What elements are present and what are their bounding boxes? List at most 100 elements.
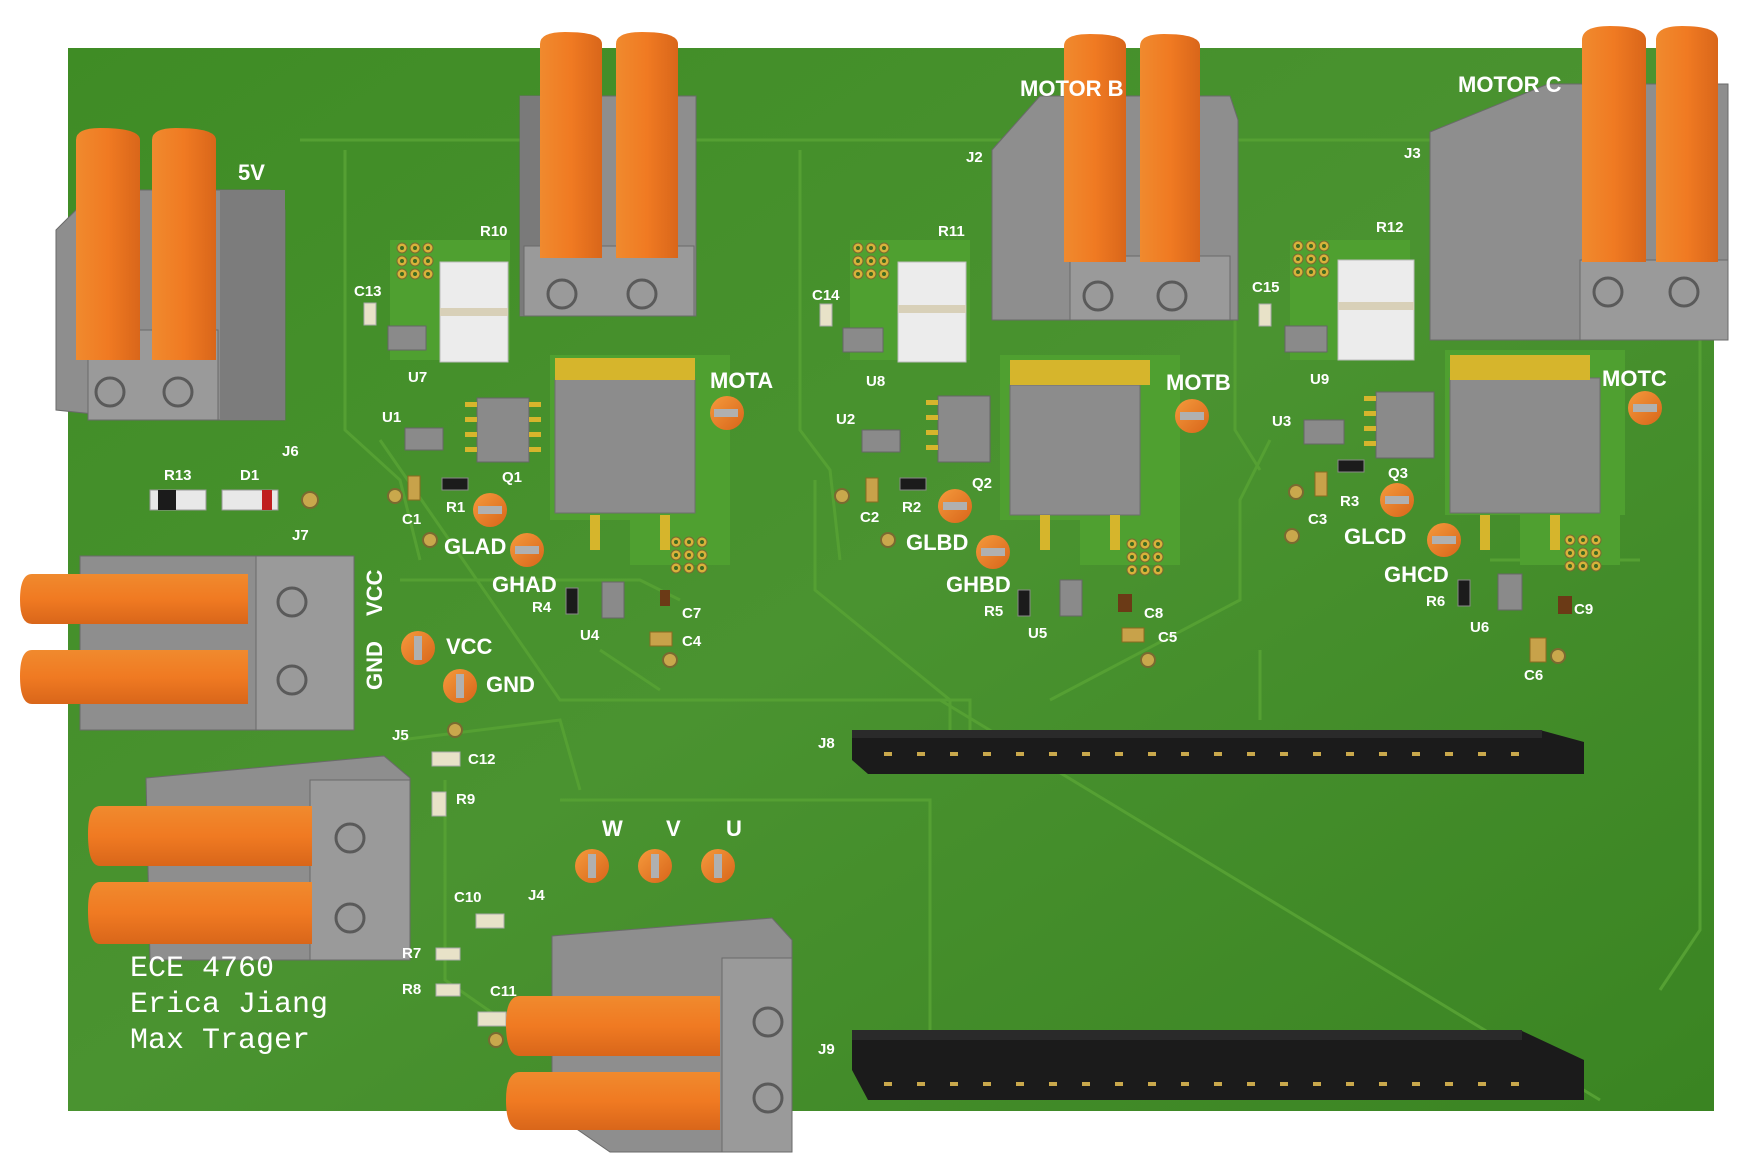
tp-ghad — [510, 533, 544, 567]
label-glad: GLAD — [444, 534, 506, 559]
svg-text:C13: C13 — [354, 283, 382, 300]
pin-header-j9 — [852, 1030, 1584, 1100]
svg-text:U7: U7 — [408, 369, 427, 386]
svg-text:C11: C11 — [490, 983, 517, 1000]
silkscreen-text: ECE 4760 Erica Jiang Max Trager — [130, 952, 328, 1058]
q2-package — [1009, 384, 1141, 516]
wago-connector-j6 — [55, 128, 286, 421]
test-point-labels: MOTA MOTB MOTC GLAD GLBD GLCD GHAD GHBD … — [444, 366, 1667, 841]
svg-text:R8: R8 — [402, 981, 421, 998]
svg-text:C5: C5 — [1158, 629, 1177, 646]
svg-text:R6: R6 — [1426, 593, 1445, 610]
tp-motc — [1628, 391, 1662, 425]
svg-text:C9: C9 — [1574, 601, 1593, 618]
wago-connector-j2 — [991, 34, 1239, 321]
svg-text:R2: R2 — [902, 499, 921, 516]
svg-text:C4: C4 — [682, 633, 702, 650]
wago-connector-j3 — [1429, 26, 1729, 341]
tp-w — [575, 849, 609, 883]
svg-text:C10: C10 — [454, 889, 482, 906]
svg-text:R9: R9 — [456, 791, 475, 808]
label-vcc: VCC — [362, 569, 387, 616]
label-w: W — [602, 816, 623, 841]
label-motor-b: MOTOR B — [1020, 76, 1123, 101]
svg-text:R5: R5 — [984, 603, 1003, 620]
label-glbd: GLBD — [906, 530, 968, 555]
svg-text:J2: J2 — [966, 149, 983, 166]
svg-text:C12: C12 — [468, 751, 496, 768]
silk-author-2: Max Trager — [130, 1024, 310, 1058]
svg-text:R3: R3 — [1340, 493, 1359, 510]
tp-gnd — [443, 669, 477, 703]
svg-text:U2: U2 — [836, 411, 855, 428]
tp-mota — [710, 396, 744, 430]
driver-chips — [465, 391, 1435, 463]
svg-text:U4: U4 — [580, 627, 600, 644]
svg-text:C2: C2 — [860, 509, 879, 526]
q1-package — [554, 377, 696, 514]
passives — [149, 302, 1572, 1027]
svg-text:C6: C6 — [1524, 667, 1543, 684]
label-5v: 5V — [238, 160, 265, 185]
label-ghad: GHAD — [492, 572, 557, 597]
label-motb: MOTB — [1166, 370, 1231, 395]
tp-v — [638, 849, 672, 883]
wago-connector-j1 — [519, 32, 697, 317]
sot-chips — [387, 325, 1523, 619]
svg-text:J5: J5 — [392, 727, 409, 744]
svg-text:J7: J7 — [292, 527, 309, 544]
power-packages — [554, 355, 1601, 550]
wago-connector-j5 — [88, 755, 411, 961]
svg-text:U8: U8 — [866, 373, 885, 390]
svg-text:J4: J4 — [528, 887, 545, 904]
svg-text:C14: C14 — [812, 287, 840, 304]
silk-author-1: Erica Jiang — [130, 988, 328, 1022]
tp-glcd — [1380, 483, 1414, 517]
label-motc: MOTC — [1602, 366, 1667, 391]
label-ghcd: GHCD — [1384, 562, 1449, 587]
svg-text:C1: C1 — [402, 511, 421, 528]
refdes-labels: J2 J3 J4 J5 J6 J7 J8 J9 R1 R2 R3 R4 R5 R… — [164, 145, 1593, 1058]
svg-text:R7: R7 — [402, 945, 421, 962]
svg-text:U6: U6 — [1470, 619, 1489, 636]
tp-u — [701, 849, 735, 883]
label-tp-gnd: GND — [486, 672, 535, 697]
svg-text:U1: U1 — [382, 409, 401, 426]
tp-ghbd — [976, 535, 1010, 569]
svg-text:J6: J6 — [282, 443, 299, 460]
q3-package — [1449, 377, 1601, 514]
wago-connector-j7 — [20, 555, 355, 731]
via-grids — [396, 240, 1602, 576]
wago-connector-j4 — [506, 917, 793, 1153]
svg-text:D1: D1 — [240, 467, 259, 484]
label-glcd: GLCD — [1344, 524, 1406, 549]
through-holes — [301, 484, 1566, 1048]
tp-glad — [473, 493, 507, 527]
label-mota: MOTA — [710, 368, 773, 393]
test-points — [401, 391, 1662, 883]
svg-text:R13: R13 — [164, 467, 192, 484]
svg-text:C7: C7 — [682, 605, 701, 622]
svg-text:R11: R11 — [938, 223, 965, 240]
tp-vcc — [401, 631, 435, 665]
svg-text:R4: R4 — [532, 599, 552, 616]
label-v: V — [666, 816, 681, 841]
label-tp-vcc: VCC — [446, 634, 493, 659]
svg-text:C3: C3 — [1308, 511, 1327, 528]
connector-labels: 5V VCC GND MOTOR B MOTOR C — [238, 72, 1562, 690]
svg-text:R1: R1 — [446, 499, 465, 516]
label-gnd: GND — [362, 641, 387, 690]
svg-text:U3: U3 — [1272, 413, 1291, 430]
tp-ghcd — [1427, 523, 1461, 557]
silk-course: ECE 4760 — [130, 952, 274, 986]
label-motor-c: MOTOR C — [1458, 72, 1562, 97]
svg-text:R10: R10 — [480, 223, 508, 240]
svg-text:Q1: Q1 — [502, 469, 522, 486]
svg-text:J8: J8 — [818, 735, 835, 752]
label-u: U — [726, 816, 742, 841]
tp-motb — [1175, 399, 1209, 433]
svg-text:C15: C15 — [1252, 279, 1280, 296]
pin-header-j8 — [852, 730, 1584, 774]
svg-text:J3: J3 — [1404, 145, 1421, 162]
